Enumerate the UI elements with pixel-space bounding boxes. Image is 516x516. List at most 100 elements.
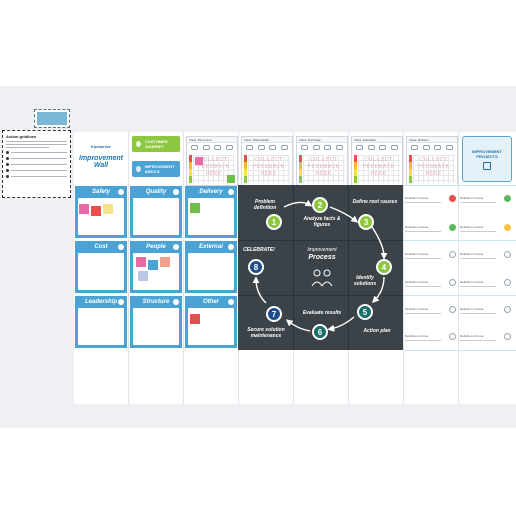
category-other[interactable]: Other xyxy=(185,296,237,348)
customer-journey-tag[interactable]: CUSTOMER JOURNEY xyxy=(132,136,180,152)
project-row[interactable]: Definition of done xyxy=(405,276,513,294)
sticky-note[interactable] xyxy=(148,260,158,270)
face-icon xyxy=(367,145,375,150)
sticky-note[interactable] xyxy=(91,206,101,216)
column-divider xyxy=(403,132,404,404)
status-lamp-icon[interactable] xyxy=(449,306,456,313)
plus-icon[interactable] xyxy=(228,299,234,305)
sticky-note[interactable] xyxy=(79,204,89,214)
sticky-note[interactable] xyxy=(136,257,146,267)
category-drop-area[interactable] xyxy=(133,198,179,235)
watermark-line: COLLECT xyxy=(419,157,449,163)
bullet-icon xyxy=(6,151,9,154)
plus-icon[interactable] xyxy=(173,299,179,305)
sticky-note[interactable] xyxy=(138,271,148,281)
rating-faces xyxy=(187,145,237,150)
sticky-note[interactable] xyxy=(160,257,170,267)
watermark-line: HERE xyxy=(425,171,443,177)
thumbnail-card[interactable] xyxy=(34,109,70,128)
step-5-badge: 5 xyxy=(357,304,373,320)
improvement-projects-card[interactable]: IMPROVEMENT PROJECTS xyxy=(462,136,512,182)
project-row[interactable]: Definition of done xyxy=(460,303,514,321)
project-row[interactable]: Definition of done xyxy=(405,221,513,239)
plus-icon[interactable] xyxy=(173,244,179,250)
category-people[interactable]: People xyxy=(130,241,182,293)
face-icon xyxy=(301,145,309,150)
feedback-card-header: Voice: Delivery xyxy=(407,137,457,143)
project-line xyxy=(405,258,441,259)
status-lamp-icon[interactable] xyxy=(504,333,511,340)
rating-scale xyxy=(409,155,412,183)
plus-icon[interactable] xyxy=(173,189,179,195)
plus-icon[interactable] xyxy=(118,244,124,250)
status-lamp-icon[interactable] xyxy=(449,279,456,286)
step-1-badge: 1 xyxy=(266,214,282,230)
status-lamp-icon[interactable] xyxy=(449,224,456,231)
text-line xyxy=(11,164,67,165)
category-safety[interactable]: Safety xyxy=(75,186,127,238)
project-row[interactable]: Definition of done xyxy=(405,330,513,348)
category-external[interactable]: External xyxy=(185,241,237,293)
category-cost[interactable]: Cost xyxy=(75,241,127,293)
project-row[interactable]: Definition of done xyxy=(460,192,514,210)
sticky-note[interactable] xyxy=(190,203,200,213)
watermark-line: FEEDBACK xyxy=(417,164,451,170)
rating-scale xyxy=(244,155,247,183)
project-row[interactable]: Definition of done xyxy=(405,248,513,266)
improvement-areas-tag[interactable]: IMPROVEMENT AREA'S xyxy=(132,161,180,177)
watermark-line: FEEDBACK xyxy=(307,164,341,170)
row-divider xyxy=(403,240,516,241)
bullet-icon xyxy=(6,157,9,160)
project-row[interactable]: Definition of done xyxy=(460,221,514,239)
plus-icon[interactable] xyxy=(228,244,234,250)
instructions-note[interactable]: Action gridlines xyxy=(2,130,71,198)
status-lamp-icon[interactable] xyxy=(504,279,511,286)
category-delivery[interactable]: Delivery xyxy=(185,186,237,238)
category-structure[interactable]: Structure xyxy=(130,296,182,348)
status-lamp-icon[interactable] xyxy=(504,195,511,202)
status-lamp-icon[interactable] xyxy=(449,195,456,202)
instructions-title: Action gridlines xyxy=(6,134,37,139)
plus-icon[interactable] xyxy=(118,299,124,305)
category-quality[interactable]: Quality xyxy=(130,186,182,238)
text-line xyxy=(11,158,67,159)
face-icon xyxy=(324,145,332,150)
project-line xyxy=(405,202,441,203)
plus-icon[interactable] xyxy=(118,189,124,195)
project-row[interactable]: Definition of done xyxy=(460,276,514,294)
category-label: Safety xyxy=(91,189,110,195)
sticky-note[interactable] xyxy=(103,204,113,214)
watermark-line: FEEDBACK xyxy=(362,164,396,170)
tag-label: IMPROVEMENT AREA'S xyxy=(144,164,175,174)
status-lamp-icon[interactable] xyxy=(504,306,511,313)
step-7-badge: 7 xyxy=(266,306,282,322)
project-row[interactable]: Definition of done xyxy=(460,248,514,266)
project-row[interactable]: Definition of done xyxy=(405,303,513,321)
category-drop-area[interactable] xyxy=(133,308,179,345)
project-row[interactable]: Definition of done xyxy=(460,330,514,348)
sticky-note[interactable] xyxy=(190,314,200,324)
feedback-grid xyxy=(413,155,455,183)
project-row[interactable]: Definition of done xyxy=(405,192,513,210)
journey-icon xyxy=(136,141,141,147)
sticky-note[interactable] xyxy=(195,157,203,165)
category-drop-area[interactable] xyxy=(188,253,234,290)
sticky-note[interactable] xyxy=(227,175,235,183)
status-lamp-icon[interactable] xyxy=(504,224,511,231)
category-drop-area[interactable] xyxy=(78,308,124,345)
projects-icon xyxy=(483,162,491,170)
status-lamp-icon[interactable] xyxy=(449,251,456,258)
category-leadership[interactable]: Leadership xyxy=(75,296,127,348)
status-lamp-icon[interactable] xyxy=(449,333,456,340)
category-drop-area[interactable] xyxy=(78,253,124,290)
status-lamp-icon[interactable] xyxy=(504,251,511,258)
face-icon xyxy=(191,145,199,150)
plus-icon[interactable] xyxy=(228,189,234,195)
